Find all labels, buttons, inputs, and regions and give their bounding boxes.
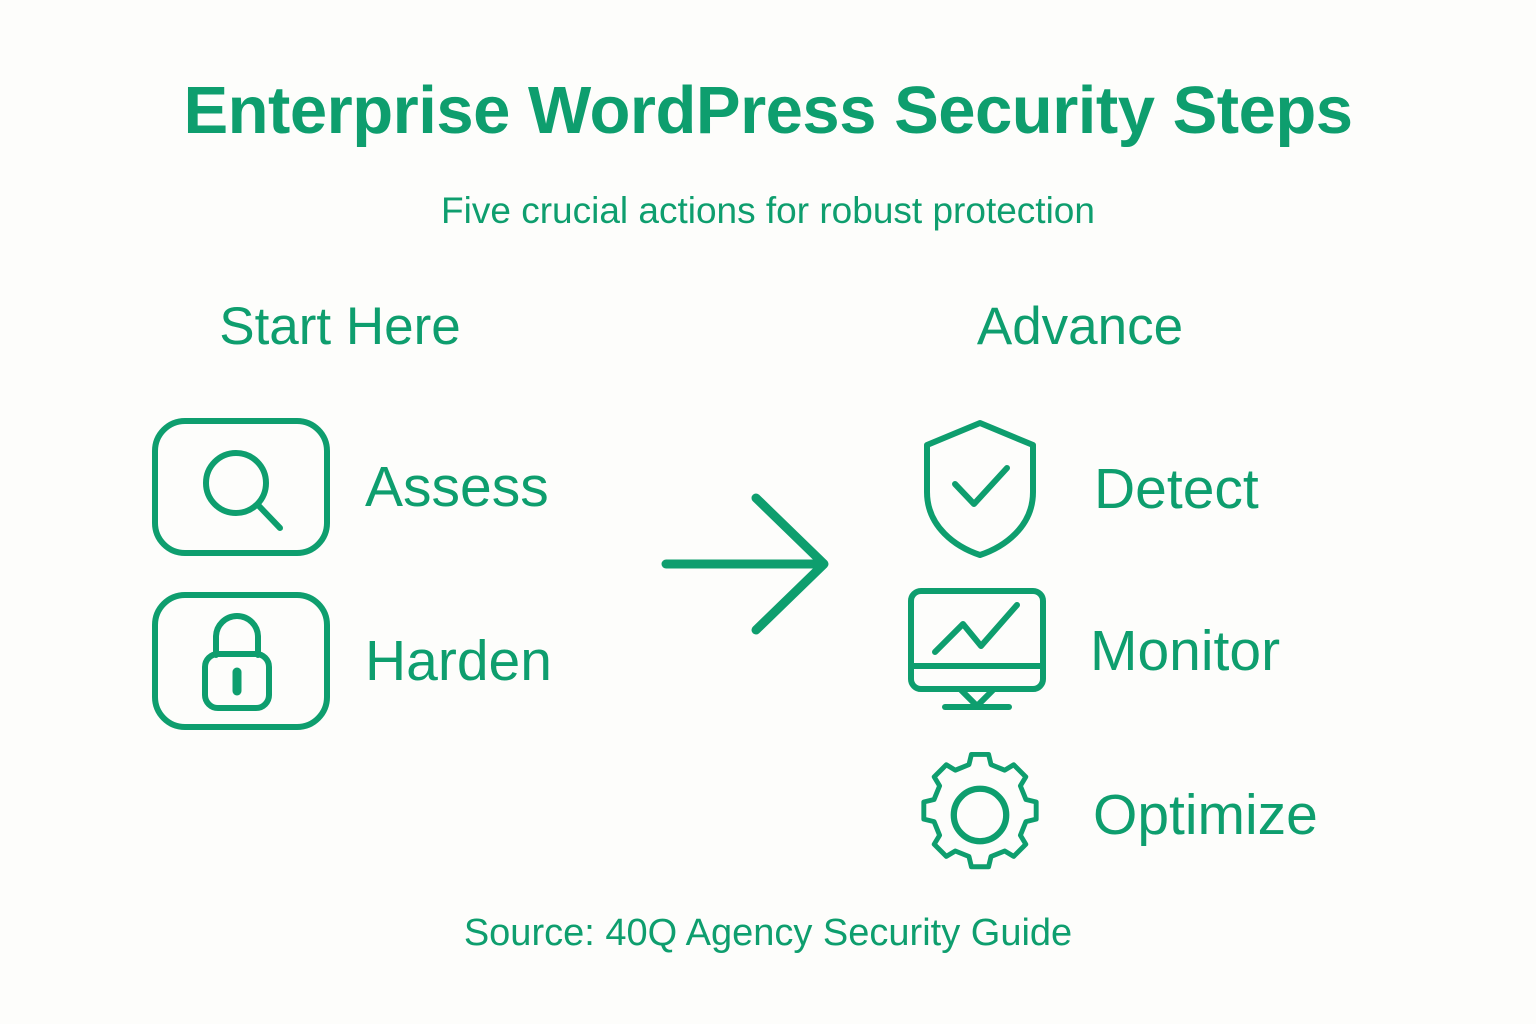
arrow-right-icon	[660, 488, 836, 640]
shield-check-icon	[918, 418, 1042, 560]
step-item-harden[interactable]: Harden	[152, 592, 552, 730]
page-subtitle: Five crucial actions for robust protecti…	[441, 190, 1095, 231]
step-label-detect: Detect	[1094, 456, 1259, 521]
column-start-here: Start Here	[150, 300, 640, 372]
step-label-optimize: Optimize	[1093, 782, 1318, 847]
lock-icon	[152, 592, 330, 730]
column-heading-start-here: Start Here	[219, 297, 461, 356]
step-label-assess: Assess	[365, 454, 549, 519]
source-caption: Source: 40Q Agency Security Guide	[463, 912, 1073, 954]
step-item-assess[interactable]: Assess	[152, 418, 549, 556]
step-item-optimize[interactable]: Optimize	[905, 750, 1318, 880]
magnifier-icon	[152, 418, 330, 556]
column-heading-advance: Advance	[976, 297, 1184, 356]
column-advance: Advance	[900, 300, 1420, 372]
gear-icon	[905, 750, 1055, 880]
monitor-chart-icon	[905, 586, 1055, 716]
page-title: Enterprise WordPress Security Steps	[183, 73, 1353, 148]
step-label-monitor: Monitor	[1090, 618, 1281, 683]
step-label-harden: Harden	[365, 628, 552, 693]
step-item-monitor[interactable]: Monitor	[905, 586, 1280, 716]
step-item-detect[interactable]: Detect	[918, 418, 1259, 560]
